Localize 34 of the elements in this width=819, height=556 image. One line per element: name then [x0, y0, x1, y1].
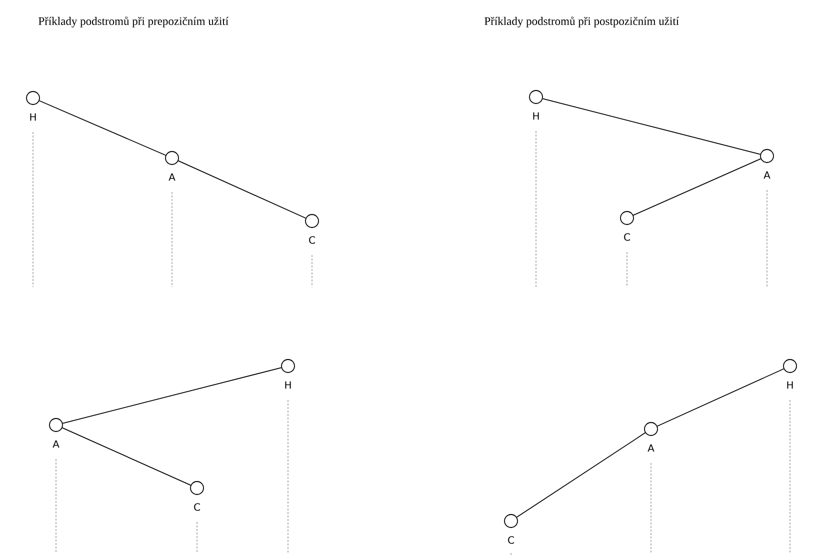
- tree-node: [783, 359, 797, 373]
- node-label: H: [285, 381, 291, 389]
- tree-edge: [542, 98, 761, 155]
- tree-node: [620, 211, 634, 225]
- tree-edge: [178, 160, 306, 219]
- tree-node: [529, 90, 543, 104]
- tree-node: [49, 418, 63, 432]
- node-label: A: [168, 173, 176, 181]
- tree-node: [281, 359, 295, 373]
- tree-node: [190, 481, 204, 495]
- node-label: C: [508, 536, 514, 544]
- node-label: A: [52, 440, 60, 448]
- tree-node: [644, 422, 658, 436]
- node-label: H: [533, 112, 539, 120]
- node-label: H: [30, 113, 36, 121]
- node-label: C: [624, 233, 630, 241]
- node-label: C: [309, 236, 315, 244]
- node-label: A: [764, 171, 770, 179]
- tree-edge: [656, 368, 784, 427]
- heading: Příklady podstromů při postpozičním užití: [484, 16, 679, 28]
- tree-edge: [62, 427, 192, 486]
- node-label: A: [648, 444, 654, 452]
- tree-edge: [516, 432, 646, 518]
- node-label: H: [787, 381, 793, 389]
- node-label: C: [194, 503, 200, 511]
- tree-node: [504, 514, 518, 528]
- tree-node: [165, 151, 179, 165]
- heading: Příklady podstromů při prepozičním užití: [38, 16, 228, 28]
- tree-edge: [38, 100, 166, 156]
- tree-node: [26, 91, 40, 105]
- tree-edge: [632, 158, 762, 216]
- tree-node: [305, 214, 319, 228]
- tree-edge: [62, 367, 282, 424]
- tree-node: [760, 149, 774, 163]
